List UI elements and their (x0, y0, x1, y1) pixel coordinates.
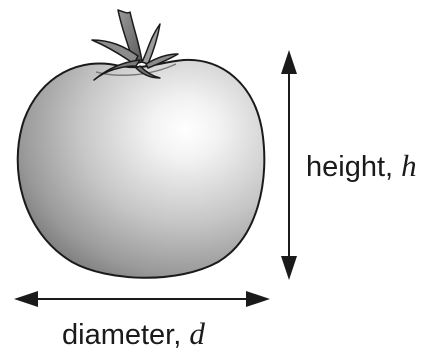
height-label-text: height, (306, 151, 394, 183)
height-label: height, h (306, 150, 417, 182)
diameter-arrow (14, 291, 270, 307)
tomato-body (16, 58, 266, 279)
diameter-label: diameter, d (62, 318, 205, 350)
stem-icon (91, 9, 179, 81)
diameter-label-text: diameter, (62, 319, 182, 351)
height-variable: h (401, 148, 417, 183)
height-arrow (281, 50, 297, 280)
diameter-variable: d (189, 316, 205, 351)
